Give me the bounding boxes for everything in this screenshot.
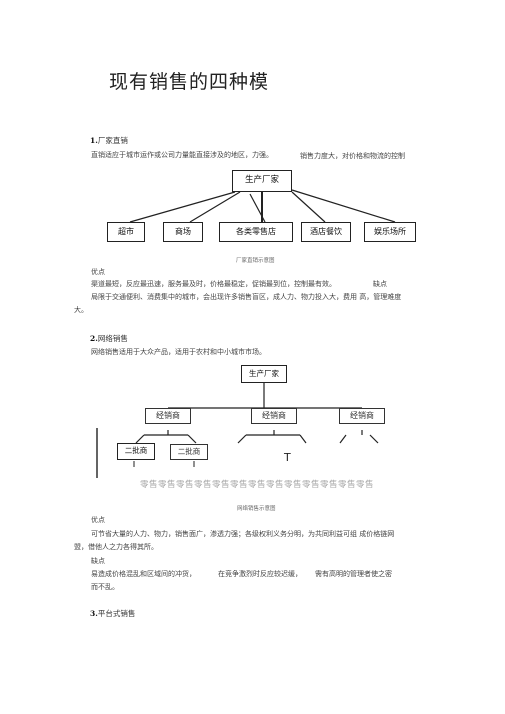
diagram2-caption: 网络销售示意图 bbox=[237, 506, 276, 512]
section3-heading: 3.平台式销售 bbox=[90, 609, 135, 618]
distributor-box-1: 经销商 bbox=[145, 408, 191, 424]
section1-pros-text: 渠道最短，反应最迅速，服务最及时，价格最稳定，促销最到位，控制最有效。 bbox=[91, 280, 336, 288]
wholesaler-box-2: 二批商 bbox=[170, 444, 208, 460]
section1-number: 1. bbox=[90, 136, 98, 145]
section1-title: 厂家直销 bbox=[97, 136, 128, 145]
section2-pros-label: 优点 bbox=[91, 516, 105, 524]
section3-number: 3. bbox=[90, 609, 98, 618]
stray-mark: T bbox=[284, 451, 291, 464]
manufacturer-box: 生产厂家 bbox=[241, 365, 287, 383]
section1-cons-line1: 局限于交通便利、消费集中的城市，会出现许多销售盲区，成人力、物力投入大，费用 高… bbox=[91, 293, 402, 301]
section1-intro-a: 直销适应于城市运作或公司力量能直接涉及的地区，力强。 bbox=[91, 151, 273, 159]
child-box-mall: 商场 bbox=[163, 222, 203, 242]
retail-row: 零售零售零售零售零售零售零售零售零售零售零售零售零售 bbox=[140, 480, 375, 490]
distributor-box-3: 经销商 bbox=[339, 408, 385, 424]
section1-intro-b: 销售力度大，对价格和物流的控制 bbox=[300, 152, 405, 160]
direct-sales-arrows bbox=[129, 189, 396, 223]
manufacturer-box: 生产厂家 bbox=[232, 170, 292, 192]
wholesaler-box-1: 二批商 bbox=[117, 443, 155, 460]
page-title: 现有销售的四种模 bbox=[109, 71, 270, 93]
network-sales-lines bbox=[96, 383, 379, 478]
section3-title: 平台式销售 bbox=[97, 609, 136, 618]
connector-line bbox=[261, 192, 263, 222]
section2-cons-line1a: 易造成价格混乱和区域间的冲货， bbox=[91, 570, 196, 578]
section2-pros-line1: 可节省大量的人力、物力，销售面广，渗透力强；各级权利义务分明，为共同利益可组 成… bbox=[91, 530, 395, 538]
section2-cons-label: 缺点 bbox=[91, 557, 105, 565]
section1-cons-label: 缺点 bbox=[373, 280, 387, 288]
child-box-retail-stores: 各类零售店 bbox=[219, 222, 293, 242]
section2-intro: 网络销售适用于大众产品，适用于农村和中小城市市场。 bbox=[91, 348, 266, 356]
section2-pros-line2: 盟，借他人之力各得其所。 bbox=[74, 543, 158, 551]
diagram1-caption: 厂家直销示意图 bbox=[236, 258, 275, 264]
child-box-supermarket: 超市 bbox=[107, 222, 145, 242]
section2-heading: 2.网络销售 bbox=[90, 334, 128, 343]
section2-cons-line1b: 在竞争激烈时反应较迟缓， bbox=[218, 570, 302, 578]
section2-cons-line2: 而不乱。 bbox=[91, 583, 119, 591]
section2-cons-line1c: 需有高明的管理者使之密 bbox=[315, 570, 392, 578]
child-box-entertainment: 娱乐场所 bbox=[364, 222, 416, 242]
section2-number: 2. bbox=[90, 334, 98, 343]
section2-title: 网络销售 bbox=[97, 334, 128, 343]
distributor-box-2: 经销商 bbox=[251, 408, 297, 424]
section1-heading: 1.厂家直销 bbox=[90, 136, 128, 145]
child-box-restaurants: 酒店餐饮 bbox=[301, 222, 351, 242]
section1-pros-label: 优点 bbox=[91, 268, 105, 276]
section1-cons-line2: 大。 bbox=[74, 306, 88, 314]
